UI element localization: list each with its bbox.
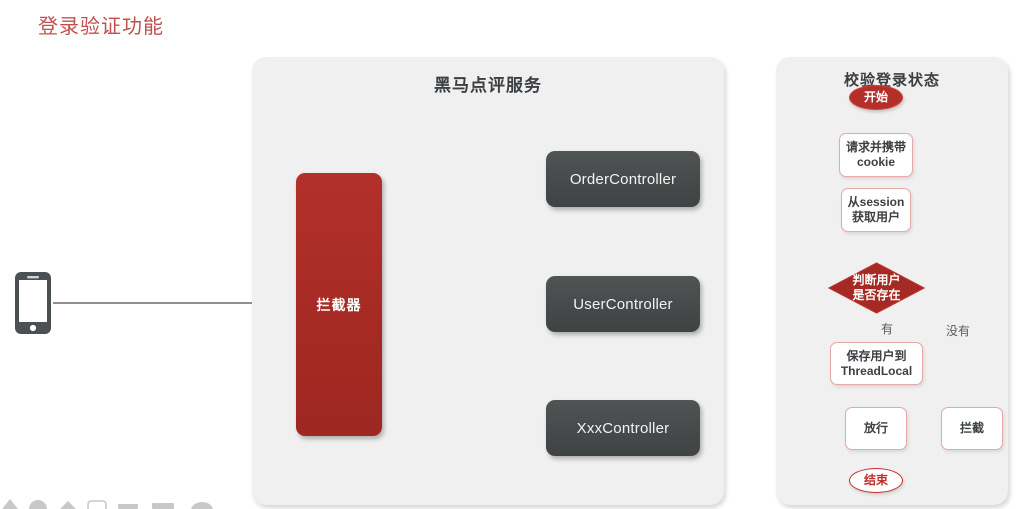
shape-icon-4 (87, 500, 107, 509)
smartphone-icon (15, 272, 51, 334)
flow-node-label: 保存用户到 ThreadLocal (840, 348, 913, 378)
interceptor-block[interactable]: 拦截器 (296, 173, 382, 436)
controller-order[interactable]: OrderController (546, 151, 700, 207)
flow-node-get-user[interactable]: 从session 获取用户 (841, 188, 911, 232)
edge-label-no: 没有 (946, 324, 971, 338)
flow-node-request[interactable]: 请求并携带 cookie (839, 133, 913, 177)
shape-icon-2 (29, 500, 47, 509)
edge-label-yes: 有 (881, 322, 894, 336)
flow-node-pass[interactable]: 放行 (845, 407, 907, 450)
flow-node-label: 从session 获取用户 (847, 195, 905, 224)
controller-label: OrderController (569, 170, 677, 188)
flow-node-block[interactable]: 拦截 (941, 407, 1003, 450)
flow-node-label: 放行 (863, 421, 888, 435)
service-panel-title: 黑马点评服务 (434, 76, 542, 95)
flow-node-label: 结束 (863, 473, 888, 487)
interceptor-label: 拦截器 (316, 296, 362, 313)
diamond-shape-icon (828, 262, 925, 314)
shape-icon-1 (2, 499, 18, 509)
controller-label: XxxController (576, 419, 670, 437)
flow-node-save-user[interactable]: 保存用户到 ThreadLocal (830, 342, 923, 385)
shape-icon-6 (152, 503, 174, 509)
controller-label: UserController (573, 295, 673, 313)
flow-node-decision[interactable]: 判断用户 是否存在 (828, 262, 925, 314)
flow-node-label: 请求并携带 cookie (845, 140, 906, 169)
controller-xxx[interactable]: XxxController (546, 400, 700, 456)
controller-user[interactable]: UserController (546, 276, 700, 332)
shape-icon-3 (60, 501, 76, 509)
flow-node-label: 判断用户 是否存在 (852, 273, 901, 302)
page-title: 登录验证功能 (38, 16, 164, 38)
flow-node-start[interactable]: 开始 (849, 85, 903, 110)
flow-node-end[interactable]: 结束 (849, 468, 903, 493)
bottom-icon-strip[interactable] (0, 492, 230, 509)
shape-icon-5 (118, 504, 138, 509)
flow-node-label: 开始 (863, 90, 888, 104)
flow-node-label: 拦截 (959, 421, 984, 435)
shape-icon-7 (191, 502, 213, 509)
